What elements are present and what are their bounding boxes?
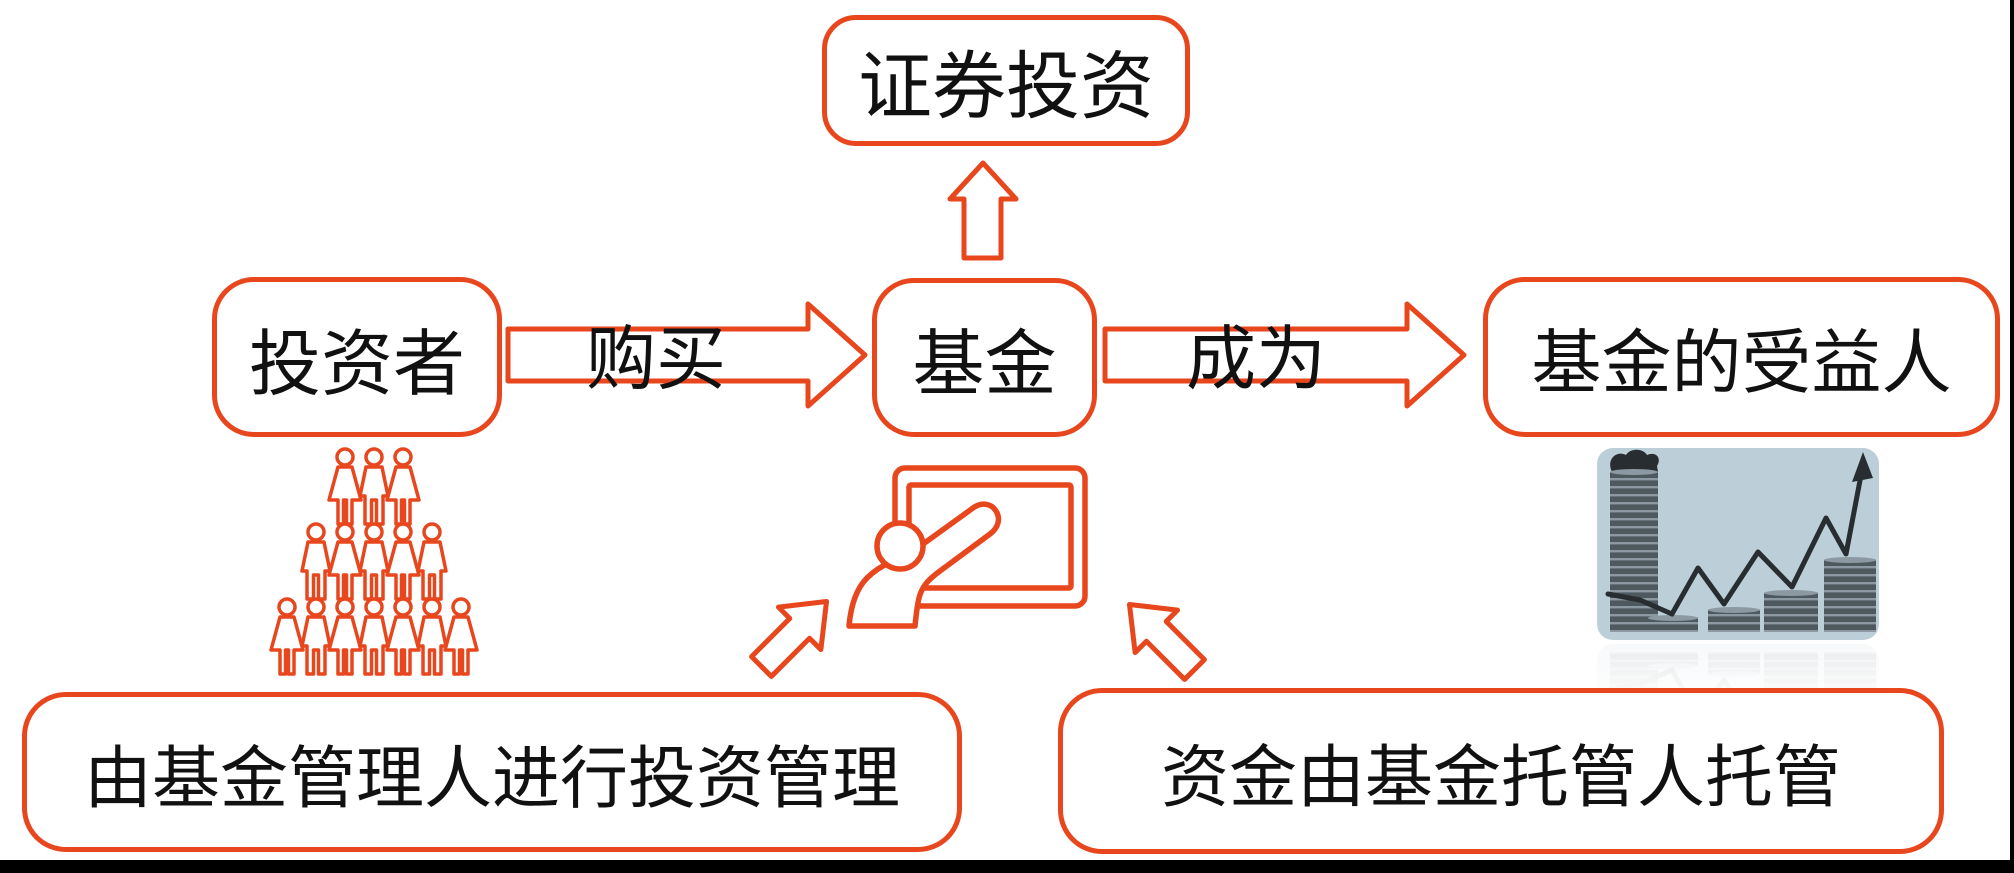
presenter-at-whiteboard-icon: [846, 465, 1088, 629]
node-fund-label: 基金: [912, 325, 1057, 405]
node-fund-beneficiary: 基金的受益人: [1483, 277, 2000, 437]
edge-become-label: 成为: [1186, 321, 1326, 399]
node-investor: 投资者: [212, 277, 502, 437]
node-fund-manager: 由基金管理人进行投资管理: [22, 692, 962, 852]
coin-stacks-growth-chart-image: [1596, 448, 1882, 708]
block-arrow-up-right-icon: [749, 598, 830, 679]
frame-right-edge: [2010, 0, 2014, 873]
letterbox-bottom-bar: [0, 860, 2014, 873]
block-arrow-up-icon: [947, 160, 1019, 261]
node-beneficiary-label: 基金的受益人: [1531, 325, 1952, 403]
node-securities-label: 证券投资: [858, 47, 1154, 129]
node-fund: 基金: [872, 278, 1097, 437]
crowd-of-people-icon: [269, 447, 479, 676]
block-arrow-right-become-icon: [1102, 301, 1467, 409]
node-securities-investment: 证券投资: [822, 15, 1190, 146]
node-investor-label: 投资者: [248, 324, 465, 405]
node-fund-custodian: 资金由基金托管人托管: [1058, 688, 1944, 854]
block-arrow-right-buy-icon: [505, 301, 868, 409]
block-arrow-up-left-icon: [1126, 601, 1207, 682]
node-manager-label: 由基金管理人进行投资管理: [83, 740, 900, 817]
node-custodian-label: 资金由基金托管人托管: [1160, 739, 1841, 816]
edge-buy-label: 购买: [586, 321, 726, 399]
